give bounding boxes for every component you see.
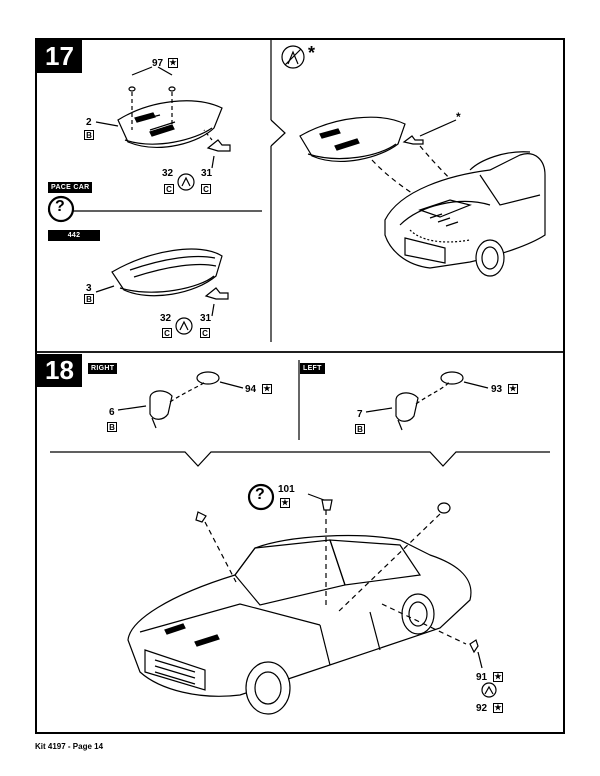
part-31a-label: 31 — [201, 168, 213, 179]
question-circle-icon-a — [47, 195, 75, 223]
right-tag: RIGHT — [88, 363, 118, 374]
part-94-box: ★ — [262, 384, 272, 394]
glue-icon-a — [177, 173, 195, 191]
left-tag: LEFT — [300, 363, 325, 374]
part-31b-box: C — [200, 328, 210, 338]
part-91-label: 91 — [476, 672, 488, 683]
part-93-box: ★ — [508, 384, 518, 394]
part-101-label: 101 — [278, 484, 295, 495]
mirror-part-101 — [321, 499, 333, 511]
glue-icon-b — [175, 317, 193, 335]
part-2-label: 2 — [86, 117, 92, 128]
page-frame — [35, 38, 565, 734]
question-icon: ? — [55, 198, 65, 215]
glue-icon-c — [481, 682, 497, 698]
part-32a-box: C — [164, 184, 174, 194]
part-31a-box: C — [201, 184, 211, 194]
mirror-assembly-right — [117, 371, 244, 429]
part-32b-label: 32 — [160, 313, 172, 324]
part-7-label: 7 — [357, 409, 363, 420]
mirror-part-loose-a — [195, 511, 207, 523]
442-tag: 442 — [48, 230, 100, 241]
part-92-label: 92 — [476, 703, 488, 714]
panel-divider-arrow — [270, 119, 286, 147]
page-footer: Kit 4197 - Page 14 — [35, 742, 104, 751]
question-icon: ? — [255, 486, 265, 503]
part-92-box: ★ — [493, 703, 503, 713]
part-91 — [469, 639, 479, 654]
car-full-view — [127, 493, 483, 715]
part-3-label: 3 — [86, 283, 92, 294]
part-31b-label: 31 — [200, 313, 212, 324]
asterisk-mark: * — [308, 43, 316, 63]
part-97-label: 97 — [152, 58, 164, 69]
part-93-label: 93 — [491, 384, 503, 395]
part-101-box: ★ — [280, 498, 290, 508]
car-engine-view — [384, 151, 546, 277]
part-91-box: ★ — [493, 672, 503, 682]
part-7-box: B — [355, 424, 365, 434]
asterisk-mark: * — [456, 110, 461, 124]
question-circle-icon-b — [247, 483, 275, 511]
mirror-assembly-left — [365, 371, 489, 431]
part-6-box: B — [107, 422, 117, 432]
part-97-box: ★ — [168, 58, 178, 68]
step-18-badge: 18 — [37, 354, 82, 387]
part-6-label: 6 — [109, 407, 115, 418]
part-2-box: B — [84, 130, 94, 140]
sub-step-divider — [50, 451, 550, 467]
hinge-31a — [203, 129, 231, 169]
hood-2 — [117, 100, 223, 148]
pace-car-tag: PACE CAR — [48, 182, 93, 193]
part-3-box: B — [84, 294, 94, 304]
mirror-part-loose-b — [437, 502, 451, 514]
part-32b-box: C — [162, 328, 172, 338]
hood-3 — [111, 248, 223, 297]
hinge-31b — [204, 287, 229, 317]
part-94-label: 94 — [245, 384, 257, 395]
no-glue-icon — [281, 45, 305, 69]
part-32a-label: 32 — [162, 168, 174, 179]
step-17-badge: 17 — [37, 40, 82, 73]
